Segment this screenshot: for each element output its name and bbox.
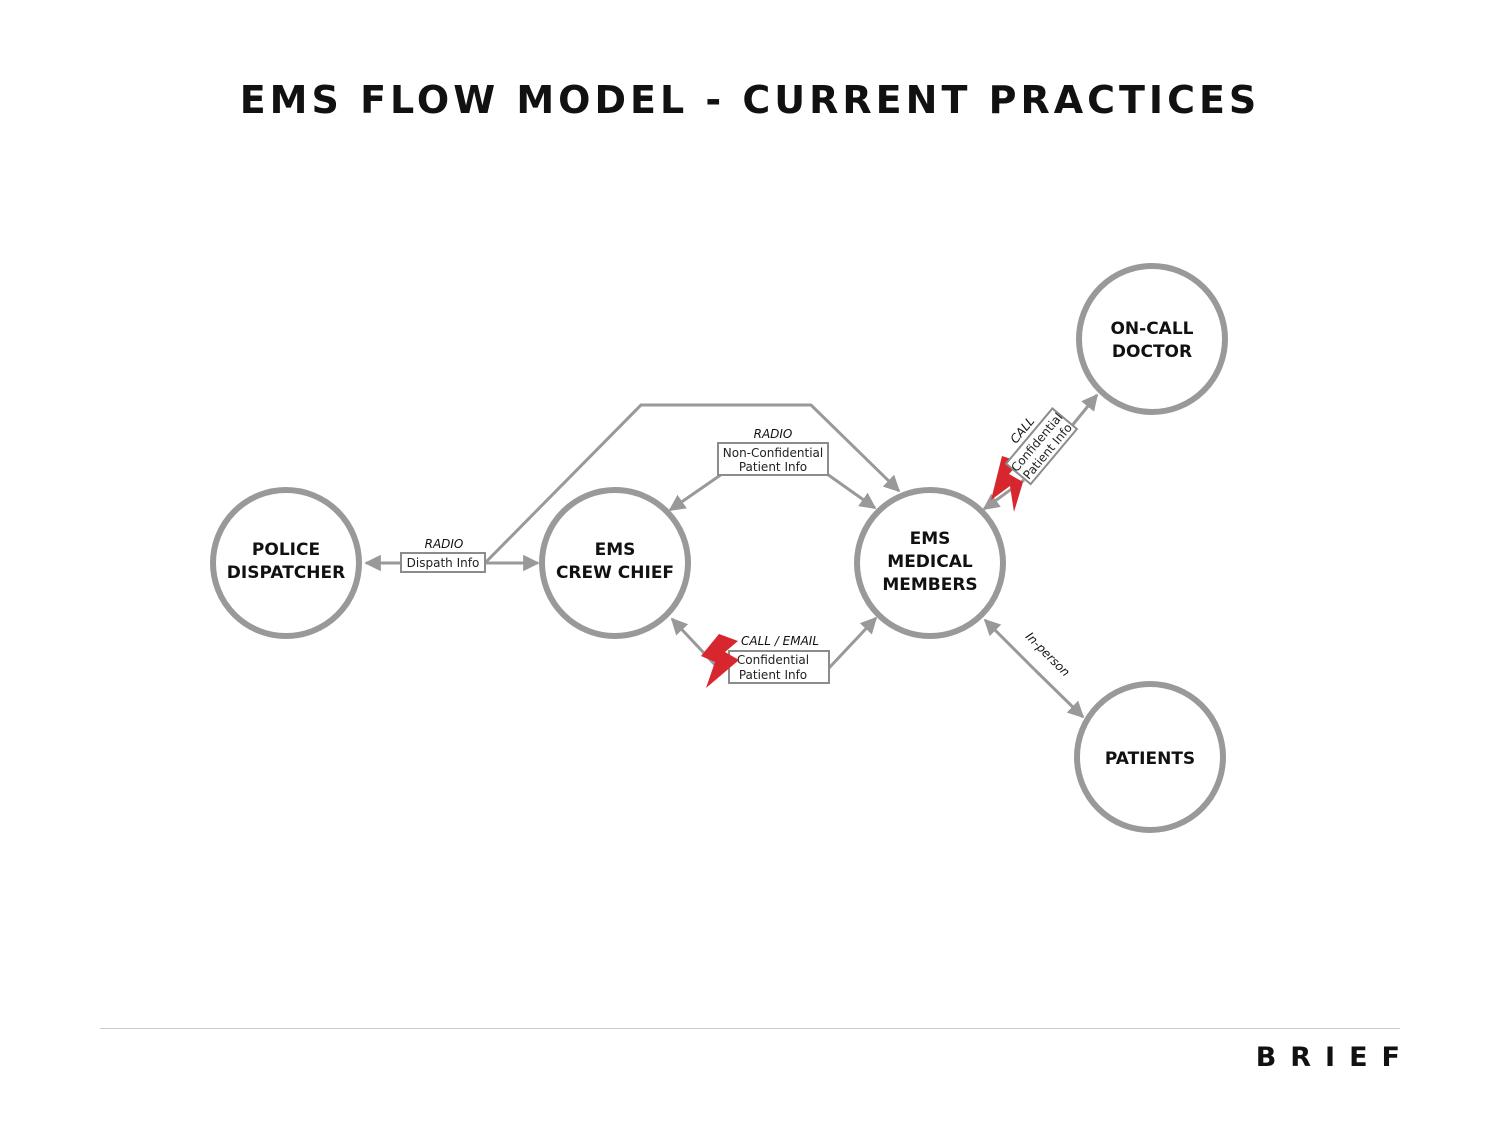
radio-info-box	[717, 442, 829, 476]
node-on-call-doctor: ON-CALL DOCTOR	[1076, 263, 1228, 415]
police-dispatcher-label-line2: DISPATCHER	[227, 563, 345, 583]
medical-members-circle	[854, 487, 1006, 639]
arrow-call-email-to-crew-chief	[670, 617, 720, 670]
medical-members-label-line3: MEMBERS	[882, 575, 977, 595]
call-doctor-info-box	[1004, 407, 1079, 486]
patients-circle	[1074, 681, 1226, 833]
patients-label: PATIENTS	[1105, 749, 1195, 769]
arrow-radio-to-crew-chief	[668, 472, 723, 512]
edge-label-radio: RADIO Non-Confidential Patient Info	[717, 427, 829, 476]
node-patients: PATIENTS	[1074, 681, 1226, 833]
medical-members-label-line1: EMS	[910, 529, 951, 549]
edge-label-in-person: In-person	[1023, 629, 1073, 679]
footer-divider	[100, 1028, 1400, 1029]
dispatch-info-box	[400, 552, 486, 573]
edge-label-call-email: CALL / EMAIL Confidential Patient Info	[701, 634, 830, 688]
radio-channel: RADIO	[754, 427, 793, 441]
in-person-channel: In-person	[1023, 629, 1073, 679]
lightning-bolt-icon	[991, 456, 1023, 512]
on-call-doctor-circle	[1076, 263, 1228, 415]
call-email-info-line1: Confidential	[737, 653, 809, 667]
node-police-dispatcher: POLICE DISPATCHER	[210, 487, 362, 639]
arrow-in-person-to-patients	[1033, 668, 1085, 719]
crew-chief-label-line1: EMS	[595, 540, 636, 560]
lightning-bolt-icon	[701, 634, 739, 688]
radio-info-line2: Patient Info	[739, 460, 807, 474]
node-ems-medical-members: EMS MEDICAL MEMBERS	[854, 487, 1006, 639]
call-email-info-line2: Patient Info	[739, 668, 807, 682]
radio-info-line1: Non-Confidential	[723, 446, 823, 460]
call-email-channel: CALL / EMAIL	[741, 634, 819, 648]
dispatch-channel: RADIO	[425, 537, 464, 551]
node-ems-crew-chief: EMS CREW CHIEF	[539, 487, 691, 639]
police-dispatcher-circle	[210, 487, 362, 639]
medical-members-label-line2: MEDICAL	[887, 552, 973, 572]
arrow-in-person-to-medical-members	[983, 618, 1037, 672]
on-call-doctor-label-line2: DOCTOR	[1112, 342, 1192, 362]
brand-logo: BRIEF	[1255, 1042, 1414, 1073]
crew-chief-label-line2: CREW CHIEF	[556, 563, 674, 583]
edge-label-dispatch: RADIO Dispath Info	[400, 537, 486, 573]
police-dispatcher-label-line1: POLICE	[252, 540, 320, 560]
dispatch-info: Dispath Info	[407, 556, 480, 570]
crew-chief-circle	[539, 487, 691, 639]
on-call-doctor-label-line1: ON-CALL	[1110, 319, 1193, 339]
page-title: EMS FLOW MODEL - CURRENT PRACTICES	[239, 78, 1261, 122]
arrow-dispatch-to-medical-members	[483, 403, 901, 565]
arrow-call-email-to-medical-members	[827, 616, 878, 670]
arrow-radio-to-medical-members	[826, 472, 877, 510]
